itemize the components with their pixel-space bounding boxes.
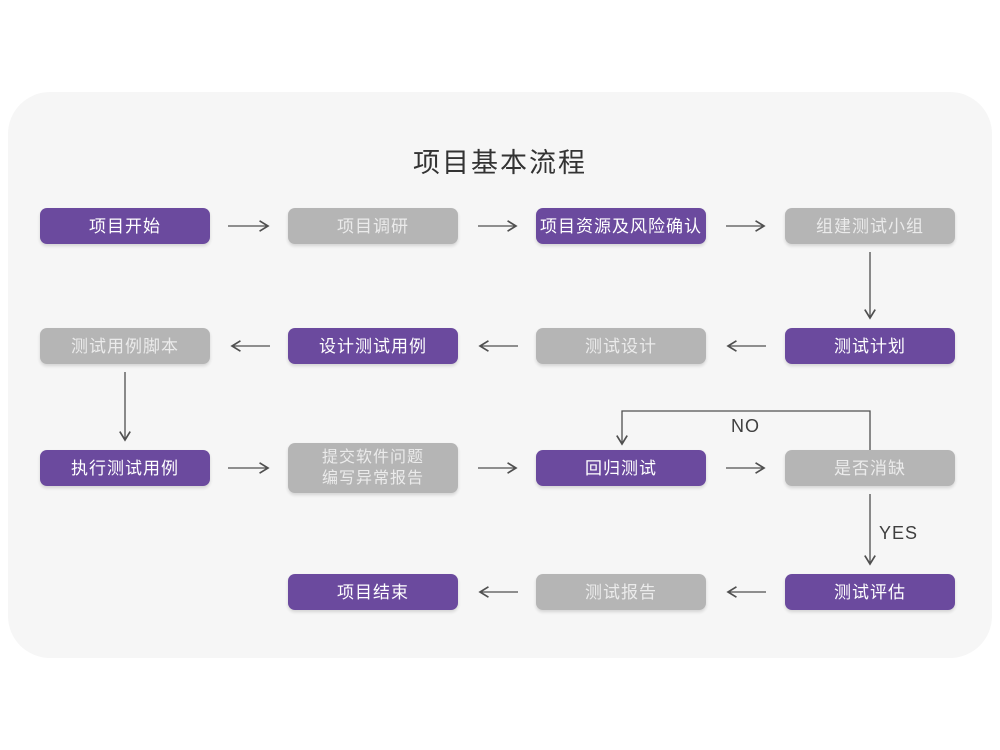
node-test-report: 测试报告 [536,574,706,610]
node-label: 测试用例脚本 [71,336,179,356]
node-build-test-team: 组建测试小组 [785,208,955,244]
node-label: 执行测试用例 [71,458,179,478]
node-label: 组建测试小组 [816,216,924,236]
node-resource-risk-confirm: 项目资源及风险确认 [536,208,706,244]
node-test-design: 测试设计 [536,328,706,364]
node-execute-test-case: 执行测试用例 [40,450,210,486]
node-submit-issue-report: 提交软件问题 编写异常报告 [288,443,458,493]
node-label: 测试报告 [585,582,657,602]
node-label: 项目开始 [89,216,161,236]
node-label-line2: 编写异常报告 [321,470,424,487]
node-label: 项目结束 [337,582,409,602]
node-project-end: 项目结束 [288,574,458,610]
node-label: 测试评估 [834,582,906,602]
flowchart-card [8,92,992,658]
node-label: 测试计划 [834,336,906,356]
node-project-start: 项目开始 [40,208,210,244]
node-test-evaluation: 测试评估 [785,574,955,610]
node-regression-test: 回归测试 [536,450,706,486]
node-label: 项目调研 [337,216,409,236]
node-label: 项目资源及风险确认 [540,216,702,236]
branch-label-no: NO [731,416,760,436]
branch-label-yes: YES [879,523,919,543]
node-defect-cleared-check: 是否消缺 [785,450,955,486]
node-test-case-script: 测试用例脚本 [40,328,210,364]
node-test-plan: 测试计划 [785,328,955,364]
node-design-test-case: 设计测试用例 [288,328,458,364]
node-label: 设计测试用例 [319,336,427,356]
node-label: 测试设计 [585,336,657,356]
node-project-research: 项目调研 [288,208,458,244]
page-title: 项目基本流程 [413,148,587,178]
node-label-line1: 提交软件问题 [321,449,424,466]
node-label: 是否消缺 [834,458,906,478]
node-label: 回归测试 [585,458,657,478]
